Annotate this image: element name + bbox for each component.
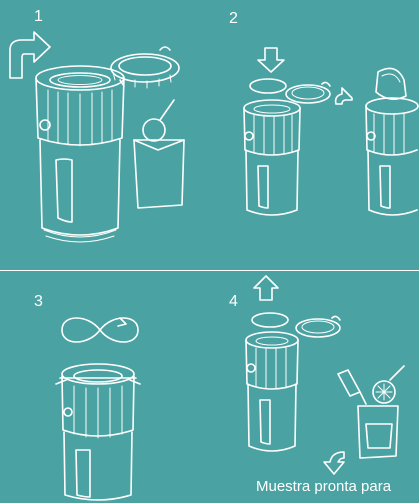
step-4-illustration [246, 276, 404, 474]
filter-bag [134, 100, 184, 208]
filter-bag [338, 366, 404, 458]
curved-arrow-icon [336, 88, 352, 104]
grinder-a [244, 82, 330, 215]
step-3-illustration [56, 318, 140, 500]
grinder-body [246, 316, 340, 451]
infinity-rotate-icon [62, 318, 138, 342]
curved-arrow-icon [324, 452, 344, 474]
step-1-illustration [10, 32, 184, 242]
down-arrow-icon [258, 48, 284, 72]
grinder-b [366, 68, 418, 215]
caption-text: Muestra pronta para [256, 478, 419, 495]
grinder-body [56, 364, 140, 500]
up-arrow-icon [254, 276, 278, 300]
grinder-body [36, 66, 124, 242]
step-2-illustration [244, 48, 418, 215]
open-lid [111, 47, 179, 88]
